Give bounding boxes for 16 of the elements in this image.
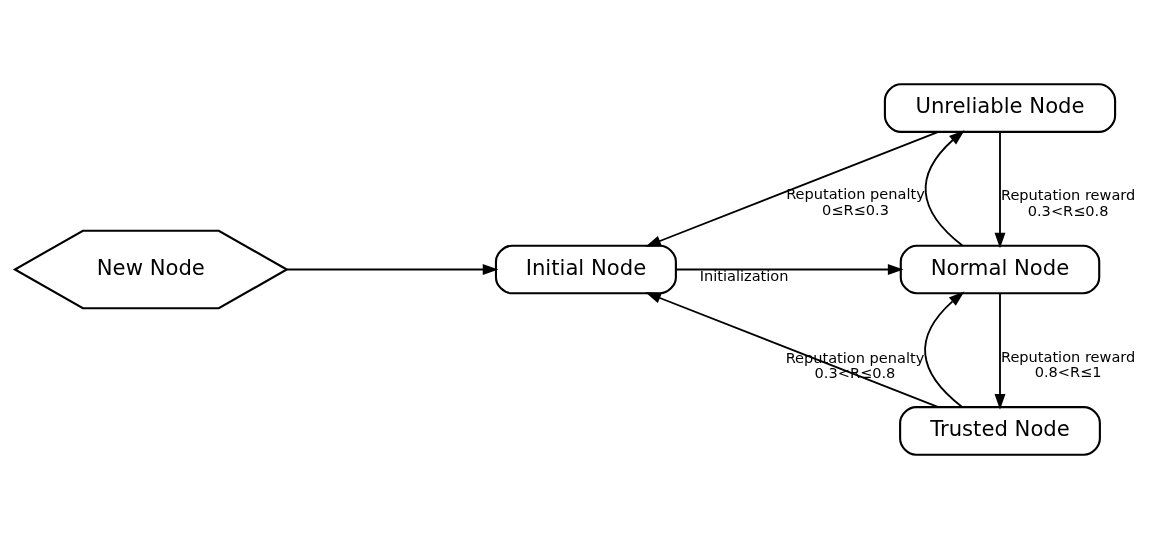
arrow — [924, 291, 965, 408]
edge-label: Reputation reward 0.3<R≤0.8 — [1000, 186, 1136, 219]
edge-label: Reputation penalty 0≤R≤0.3 — [786, 185, 925, 219]
edge-label: Initialization — [699, 267, 789, 285]
arrow — [645, 131, 939, 247]
node-box: Initial Node — [494, 244, 677, 295]
node-box: Normal Node — [899, 244, 1101, 295]
arrow — [675, 264, 904, 275]
edge-label: Reputation reward 0.8<R≤1 — [1000, 347, 1136, 381]
arrow — [924, 130, 965, 247]
arrow — [994, 292, 1006, 410]
arrow — [645, 292, 939, 408]
arrow — [286, 264, 499, 275]
node-box: Trusted Node — [899, 406, 1101, 456]
arrow — [994, 131, 1006, 249]
node-box: Unreliable Node — [883, 83, 1117, 133]
